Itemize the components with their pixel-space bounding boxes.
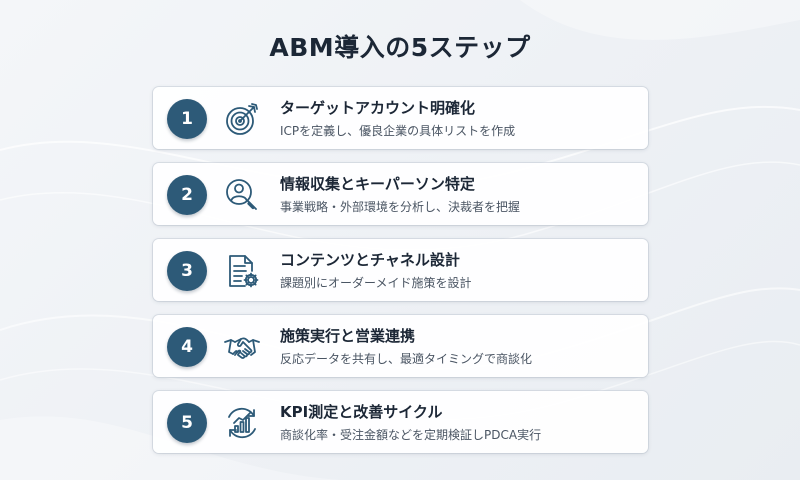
step-title: 施策実行と営業連携 [280, 327, 416, 345]
step-description: 事業戦略・外部環境を分析し、決裁者を把握 [280, 200, 521, 214]
step-number-badge: 4 [167, 327, 207, 367]
step-card-5: 5 KPI測定と改善サイクル 商談化率・受注金額などを定期検証しPDCA実行 [153, 391, 648, 453]
improvement-cycle-icon [223, 404, 261, 442]
step-number-badge: 3 [167, 251, 207, 291]
page-title: ABM導入の5ステップ [269, 33, 531, 62]
step-card-2: 2 情報収集とキーパーソン特定 事業戦略・外部環境を分析し、決裁者を把握 [153, 163, 648, 225]
step-card-4: 4 施策実行と営業連携 反応データを共有し、最適タイミングで商談化 [153, 315, 648, 377]
step-title: KPI測定と改善サイクル [280, 403, 443, 421]
steps-list: 1 ターゲットアカウント明確化 ICPを定義し、優良企業の具体リストを作成 2 [153, 87, 648, 467]
step-title: ターゲットアカウント明確化 [280, 99, 476, 117]
step-description: 商談化率・受注金額などを定期検証しPDCA実行 [280, 428, 542, 442]
step-description: ICPを定義し、優良企業の具体リストを作成 [280, 124, 516, 138]
step-title: 情報収集とキーパーソン特定 [280, 175, 475, 193]
step-card-1: 1 ターゲットアカウント明確化 ICPを定義し、優良企業の具体リストを作成 [153, 87, 648, 149]
step-title: コンテンツとチャネル設計 [280, 251, 460, 269]
step-description: 反応データを共有し、最適タイミングで商談化 [280, 352, 533, 366]
step-card-3: 3 コンテンツとチャネル設計 課題別にオーダーメイド施策を設計 [153, 239, 648, 301]
step-number-badge: 5 [167, 403, 207, 443]
person-search-icon [223, 176, 261, 214]
document-gear-icon [223, 252, 261, 290]
handshake-icon [223, 328, 261, 366]
step-description: 課題別にオーダーメイド施策を設計 [280, 276, 472, 290]
target-icon [223, 100, 261, 138]
step-number-badge: 2 [167, 175, 207, 215]
step-number-badge: 1 [167, 99, 207, 139]
